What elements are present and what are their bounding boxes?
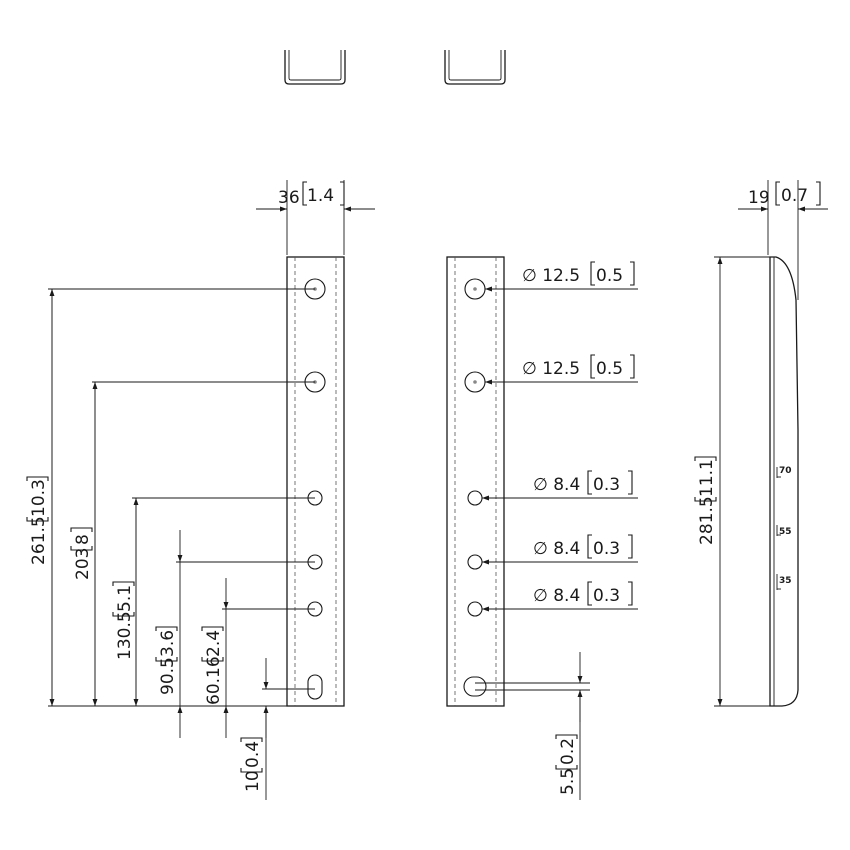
dim-slot: 5.5 0.2 [475,652,590,800]
svg-text:0.3: 0.3 [593,475,620,495]
dim-front-width: 36 1.4 [256,180,375,255]
dim-203: 203 8 [70,381,315,706]
dim-side-height: 281.5 11.1 [694,256,770,707]
middle-view-bracket [446,256,505,707]
svg-text:0.4: 0.4 [243,741,263,768]
side-scale-35: 35 [776,574,792,590]
callout-hole-large-2: ∅ 12.5 0.5 [485,354,638,385]
dim-60: 60.16 2.4 [201,578,315,738]
dim-90: 90.5 3.6 [155,530,315,738]
svg-text:3.6: 3.6 [158,630,178,657]
svg-text:11.1: 11.1 [697,459,717,497]
svg-text:0.5: 0.5 [596,266,623,286]
svg-text:70: 70 [779,466,792,476]
svg-text:∅ 12.5: ∅ 12.5 [522,266,580,286]
svg-text:281.5: 281.5 [697,496,717,545]
svg-text:0.3: 0.3 [593,586,620,606]
top-profile-right [444,50,506,85]
svg-text:5.5: 5.5 [558,768,578,795]
svg-text:130.5: 130.5 [115,611,135,660]
callout-hole-large-1: ∅ 12.5 0.5 [485,261,638,292]
svg-text:1.4: 1.4 [307,186,334,206]
svg-text:∅ 8.4: ∅ 8.4 [533,475,580,495]
svg-text:0.2: 0.2 [558,738,578,765]
svg-text:0.3: 0.3 [593,539,620,559]
middle-slot [463,676,487,697]
dim-10: 10 0.4 [240,658,315,800]
dim-261: 261.5 10.3 [26,288,315,706]
dim-130: 130.5 5.1 [112,497,315,706]
side-view-bracket: 70 55 35 [769,256,799,707]
svg-text:19: 19 [748,188,770,208]
middle-hole-small-1 [467,490,483,506]
middle-hole-small-3 [467,601,483,617]
svg-text:∅ 8.4: ∅ 8.4 [533,539,580,559]
svg-text:5.1: 5.1 [115,585,135,612]
svg-text:10.3: 10.3 [29,479,49,517]
svg-text:0.7: 0.7 [781,186,808,206]
svg-text:36: 36 [278,188,300,208]
front-slot [307,674,323,700]
top-profile-left [284,50,346,85]
dim-side-depth: 19 0.7 [738,180,828,300]
svg-text:35: 35 [779,576,792,586]
svg-text:0.5: 0.5 [596,359,623,379]
side-scale-55: 55 [776,525,792,537]
callout-hole-small-2: ∅ 8.4 0.3 [482,534,638,565]
svg-text:2.4: 2.4 [204,630,224,657]
front-view-bracket [286,256,345,707]
svg-text:90.5: 90.5 [158,657,178,695]
svg-text:261.5: 261.5 [29,516,49,565]
svg-text:60.16: 60.16 [204,656,224,705]
callout-hole-small-1: ∅ 8.4 0.3 [482,470,638,501]
svg-text:203: 203 [73,548,93,580]
svg-text:10: 10 [243,770,263,792]
svg-text:∅ 8.4: ∅ 8.4 [533,586,580,606]
side-scale-70: 70 [776,466,792,478]
svg-text:55: 55 [779,527,792,537]
svg-text:∅ 12.5: ∅ 12.5 [522,359,580,379]
middle-hole-small-2 [467,554,483,570]
callout-hole-small-3: ∅ 8.4 0.3 [482,581,638,612]
svg-text:8: 8 [73,534,93,545]
